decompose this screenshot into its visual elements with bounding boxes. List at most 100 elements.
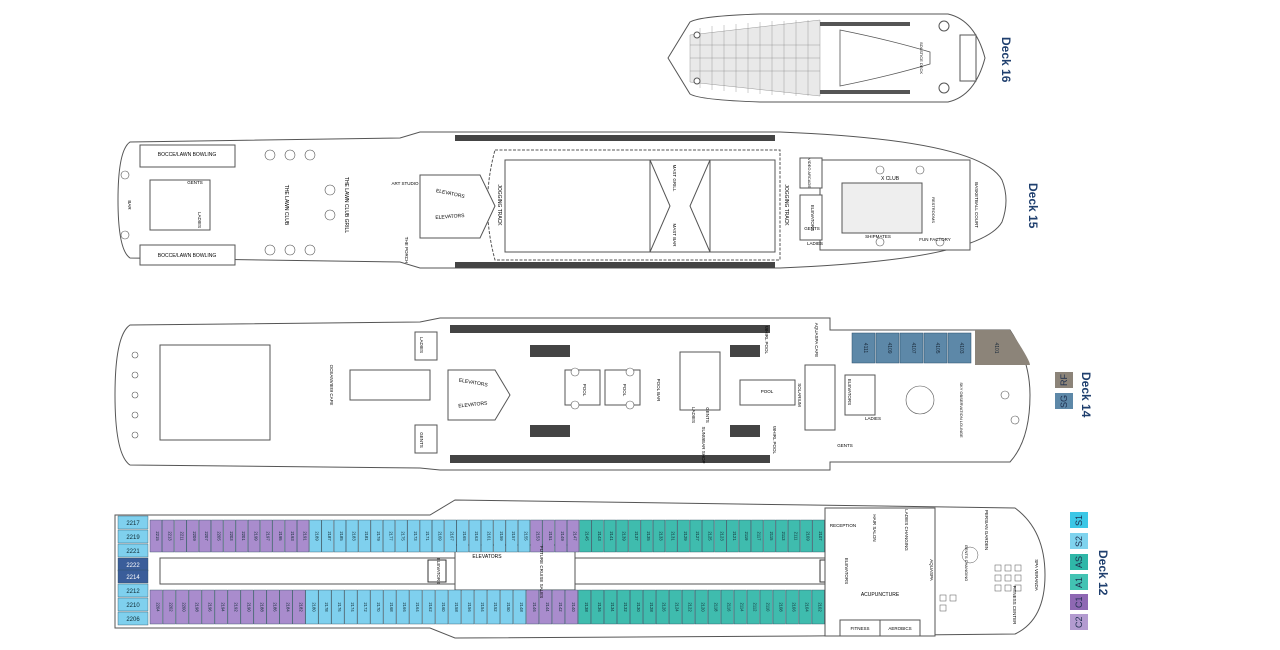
cabin-bottom-row[interactable] [513,589,527,625]
cabin-top-row[interactable] [321,519,334,553]
cabin-bottom-row[interactable] [682,589,695,625]
cabin-top-row[interactable] [432,519,445,553]
cabin-stern[interactable] [117,543,149,558]
cabin-top-row[interactable] [186,519,199,553]
cabin-bottom-row[interactable] [344,589,358,625]
cabin-bottom-row[interactable] [694,589,708,625]
cabin-bottom-row[interactable] [305,589,319,625]
cabin-top-row[interactable] [689,519,702,553]
cabin-top-row[interactable] [505,519,518,553]
cabin-top-row[interactable] [162,519,175,553]
cabin-top-row[interactable] [198,519,211,553]
cabin-bottom-row[interactable] [383,589,397,625]
cabin-top-row[interactable] [812,519,825,553]
cabin-top-row[interactable] [382,519,396,553]
cabin-top-row[interactable] [640,519,653,553]
cabin-bottom-row[interactable] [526,589,540,625]
cabin-bottom-row[interactable] [409,589,423,625]
cabin-top-row[interactable] [493,519,506,553]
cabin-bottom-row[interactable] [656,589,669,625]
cabin-stern[interactable] [117,515,149,530]
cabin-bottom-row[interactable] [604,589,617,625]
cabin-stern[interactable] [117,529,149,544]
cabin-top-row[interactable] [284,519,297,553]
cabin-top-row[interactable] [628,519,641,553]
cabin-top-row[interactable] [468,519,481,553]
cabin-bottom-row[interactable] [733,589,747,625]
cabin-bottom-row[interactable] [227,589,241,625]
cabin-stern[interactable] [117,569,149,584]
cabin-top-row[interactable] [775,519,788,553]
cabin-top-row[interactable] [456,519,469,553]
cabin-top-row[interactable] [542,519,555,553]
cabin-bottom-row[interactable] [201,589,215,625]
cabin-top-row[interactable] [174,519,187,553]
suite-cabin[interactable] [851,332,876,364]
cabin-bottom-row[interactable] [474,589,488,625]
cabin-top-row[interactable] [272,519,285,553]
cabin-top-row[interactable] [787,519,801,553]
suite-cabin[interactable] [875,332,900,364]
cabin-bottom-row[interactable] [759,589,773,625]
cabin-bottom-row[interactable] [149,589,163,625]
cabin-stern[interactable] [117,583,149,598]
cabin-stern[interactable] [117,597,149,612]
cabin-top-row[interactable] [260,519,273,553]
cabin-top-row[interactable] [567,519,580,553]
cabin-bottom-row[interactable] [396,589,410,625]
cabin-stern[interactable] [117,611,149,626]
cabin-top-row[interactable] [591,519,604,553]
cabin-bottom-row[interactable] [565,589,578,625]
cabin-top-row[interactable] [616,519,629,553]
cabin-bottom-row[interactable] [487,589,501,625]
cabin-bottom-row[interactable] [435,589,449,625]
cabin-bottom-row[interactable] [461,589,475,625]
cabin-bottom-row[interactable] [630,589,643,625]
cabin-bottom-row[interactable] [500,589,514,625]
cabin-top-row[interactable] [370,519,383,553]
cabin-top-row[interactable] [652,519,666,553]
cabin-bottom-row[interactable] [798,589,812,625]
cabin-bottom-row[interactable] [318,589,332,625]
cabin-top-row[interactable] [407,519,420,553]
cabin-bottom-row[interactable] [422,589,436,625]
suite-cabin[interactable] [923,332,948,364]
cabin-bottom-row[interactable] [669,589,682,625]
cabin-bottom-row[interactable] [266,589,280,625]
cabin-top-row[interactable] [346,519,359,553]
cabin-top-row[interactable] [751,519,764,553]
cabin-bottom-row[interactable] [214,589,228,625]
cabin-top-row[interactable] [235,519,248,553]
cabin-top-row[interactable] [395,519,408,553]
cabin-top-row[interactable] [800,519,813,553]
cabin-bottom-row[interactable] [253,589,267,625]
cabin-bottom-row[interactable] [279,589,293,625]
cabin-top-row[interactable] [419,519,432,553]
cabin-bottom-row[interactable] [188,589,202,625]
cabin-top-row[interactable] [714,519,727,553]
cabin-top-row[interactable] [247,519,261,553]
cabin-top-row[interactable] [149,519,162,553]
cabin-bottom-row[interactable] [811,589,825,625]
cabin-bottom-row[interactable] [772,589,786,625]
cabin-bottom-row[interactable] [643,589,656,625]
cabin-top-row[interactable] [309,519,322,553]
cabin-top-row[interactable] [530,519,543,553]
cabin-bottom-row[interactable] [785,589,799,625]
cabin-top-row[interactable] [517,519,531,553]
cabin-top-row[interactable] [665,519,678,553]
cabin-bottom-row[interactable] [591,589,604,625]
cabin-bottom-row[interactable] [448,589,462,625]
cabin-top-row[interactable] [223,519,236,553]
cabin-bottom-row[interactable] [578,589,591,625]
cabin-bottom-row[interactable] [331,589,345,625]
suite-cabin[interactable] [899,332,924,364]
cabin-top-row[interactable] [579,519,592,553]
cabin-bottom-row[interactable] [539,589,553,625]
cabin-top-row[interactable] [726,519,739,553]
cabin-bottom-row[interactable] [240,589,254,625]
cabin-top-row[interactable] [603,519,616,553]
cabin-top-row[interactable] [333,519,346,553]
cabin-bottom-row[interactable] [292,589,306,625]
cabin-top-row[interactable] [702,519,715,553]
